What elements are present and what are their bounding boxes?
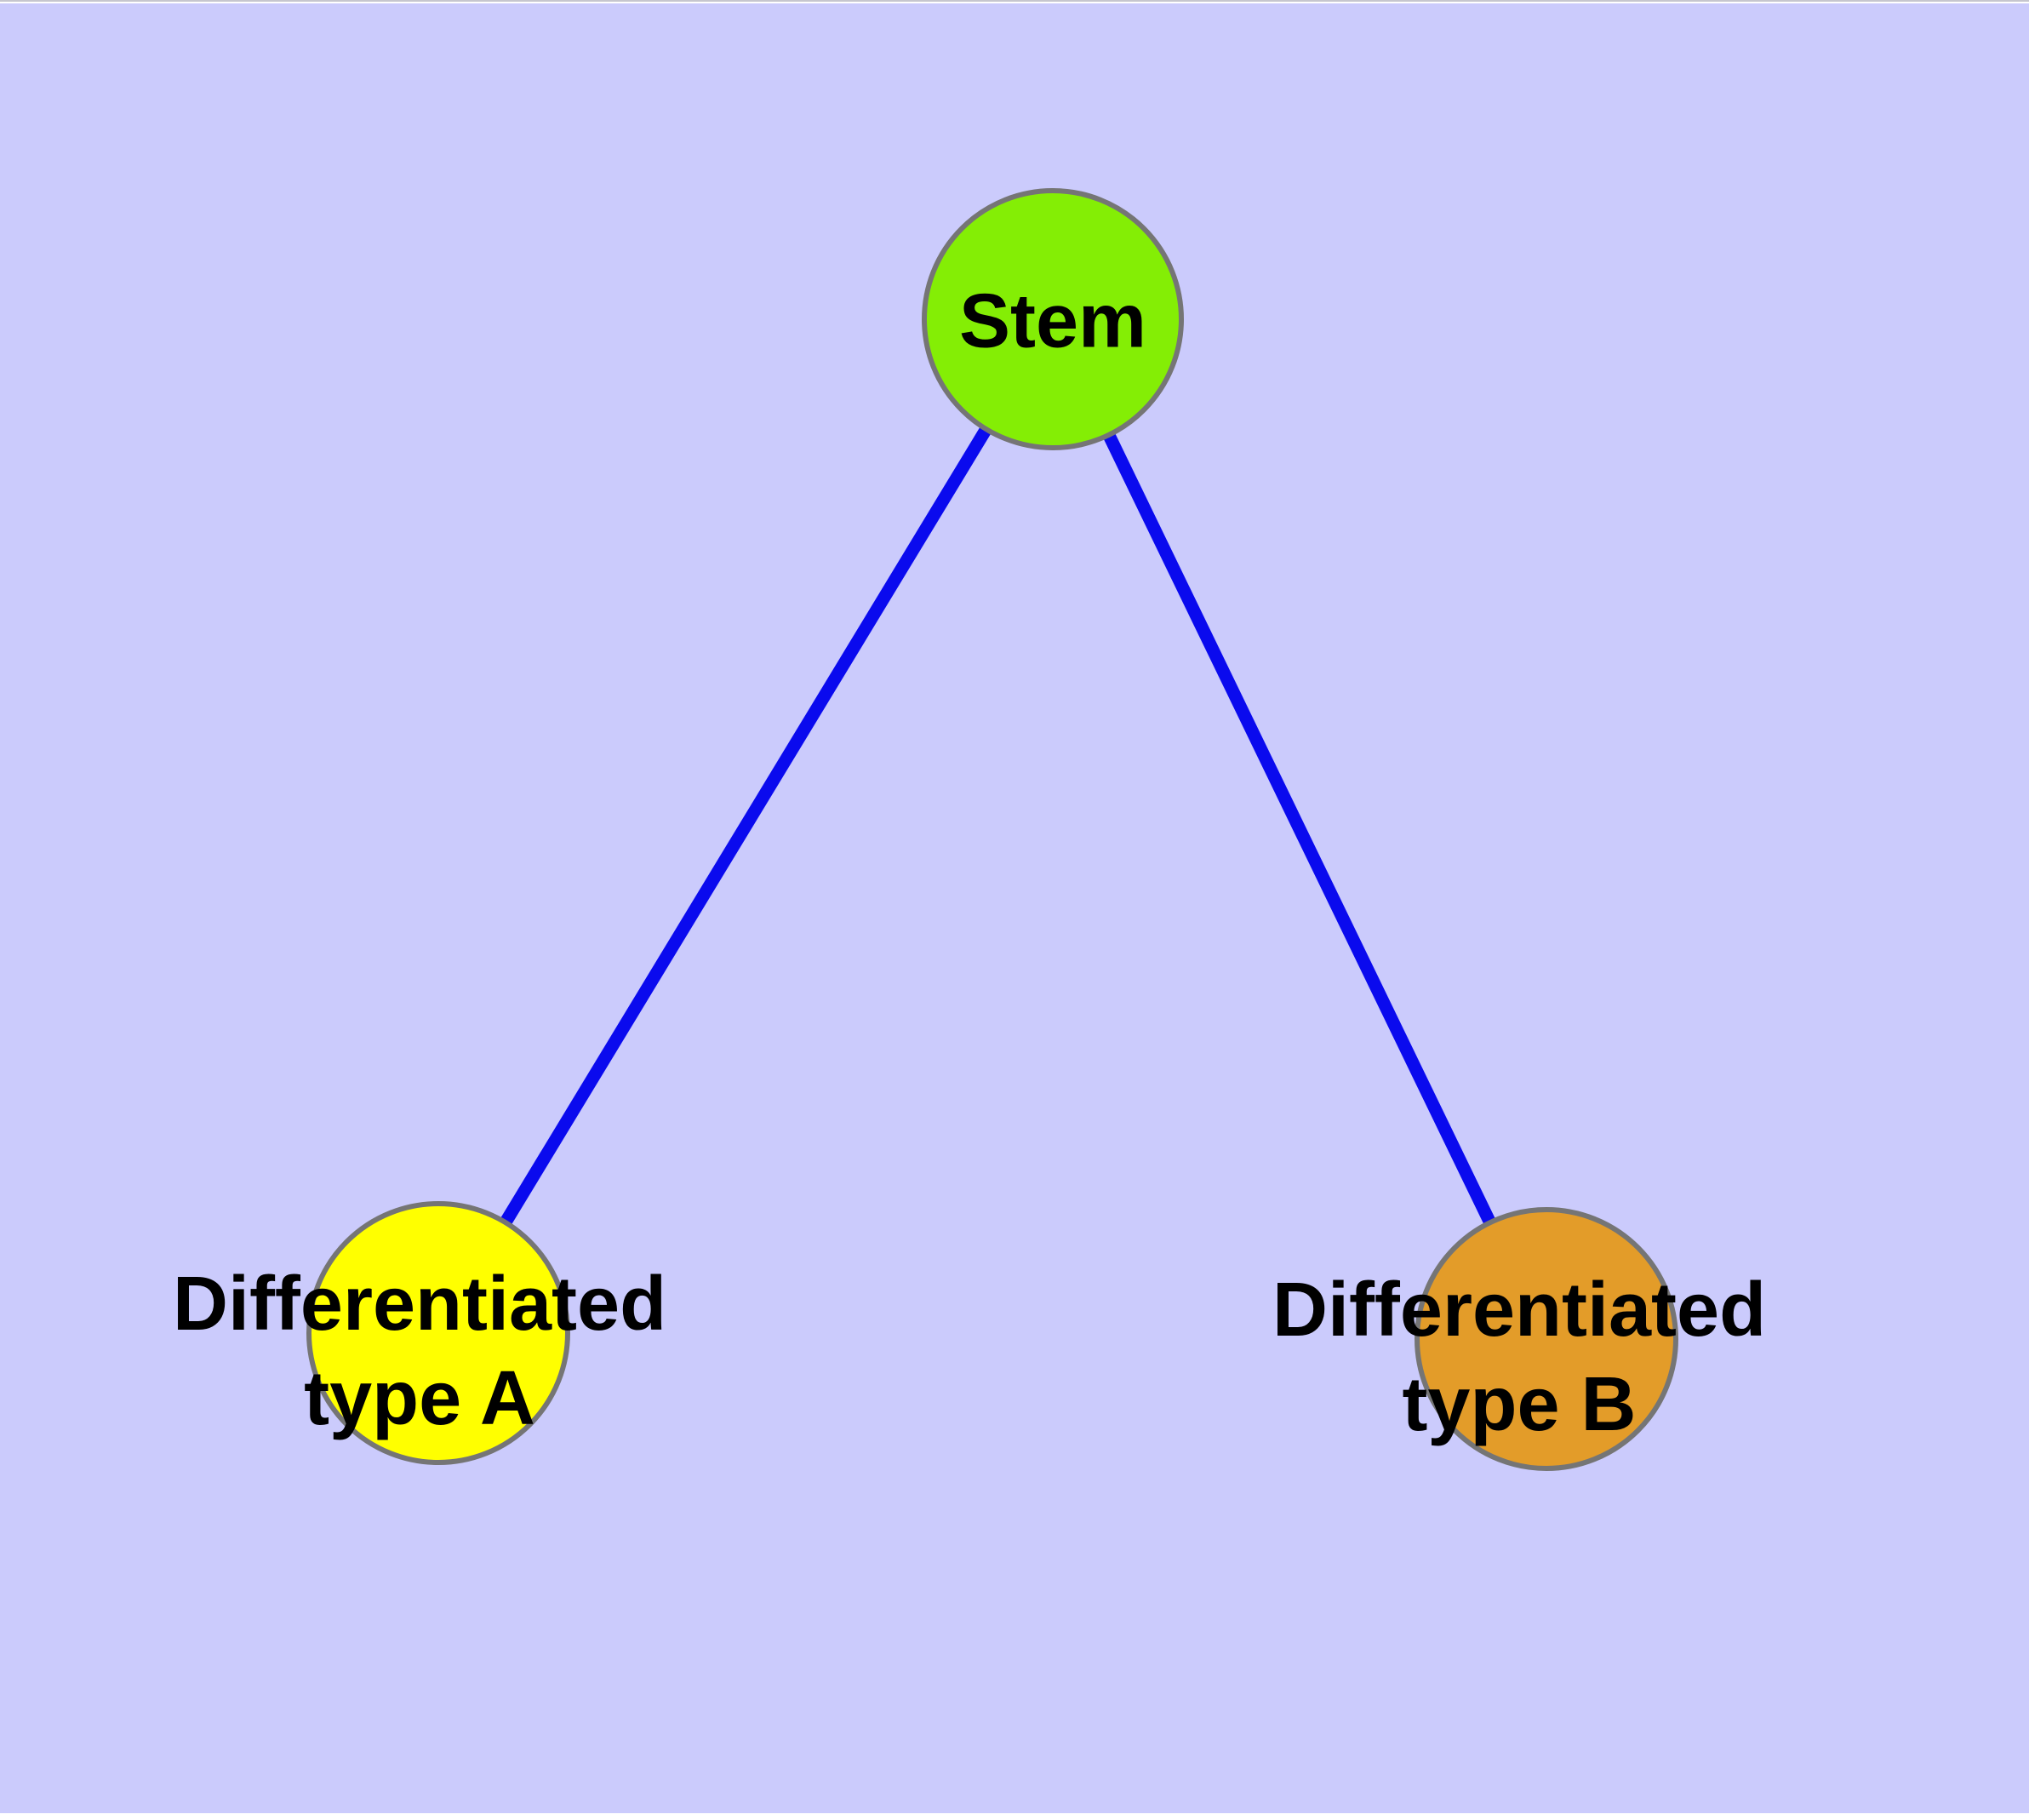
node-circle-diff-a [306, 1201, 570, 1465]
screenshot-top-border [0, 0, 2029, 2]
edge-stem-diff-a [432, 316, 1059, 1336]
node-circle-diff-b [1415, 1207, 1678, 1471]
edge-stem-diff-b [1047, 316, 1552, 1342]
node-label-stem: Stem [958, 278, 1147, 364]
screenshot-bottom-strip [0, 1813, 2029, 1820]
node-label-differentiated-type-a: Differentiated type A [172, 1262, 667, 1441]
node-circle-stem [922, 188, 1184, 450]
node-label-differentiated-type-b: Differentiated type B [1272, 1268, 1767, 1447]
screenshot-top-highlight [0, 2, 2029, 3]
